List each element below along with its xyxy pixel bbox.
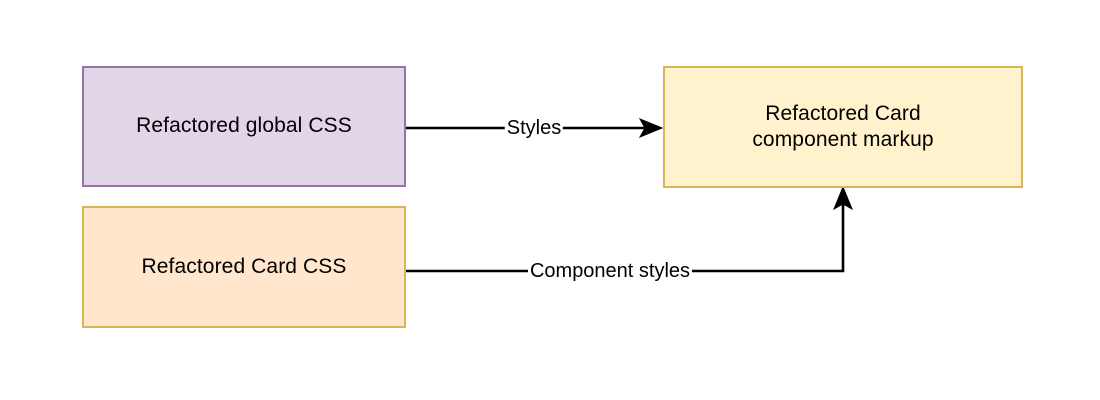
edge-label-styles: Styles <box>504 117 564 139</box>
node-refactored-global-css[interactable]: Refactored global CSS <box>82 66 406 187</box>
node-refactored-card-component-markup[interactable]: Refactored Card component markup <box>663 66 1023 188</box>
node-refactored-card-css[interactable]: Refactored Card CSS <box>82 206 406 328</box>
edge-component-styles-arrowhead <box>832 185 854 211</box>
edge-label-component-styles: Component styles <box>527 260 693 282</box>
node-label: Refactored Card component markup <box>752 101 934 151</box>
node-label: Refactored Card CSS <box>141 254 347 278</box>
edge-component-styles[interactable] <box>406 185 854 273</box>
edge-styles-arrowhead <box>638 117 664 139</box>
node-label: Refactored global CSS <box>136 114 352 138</box>
